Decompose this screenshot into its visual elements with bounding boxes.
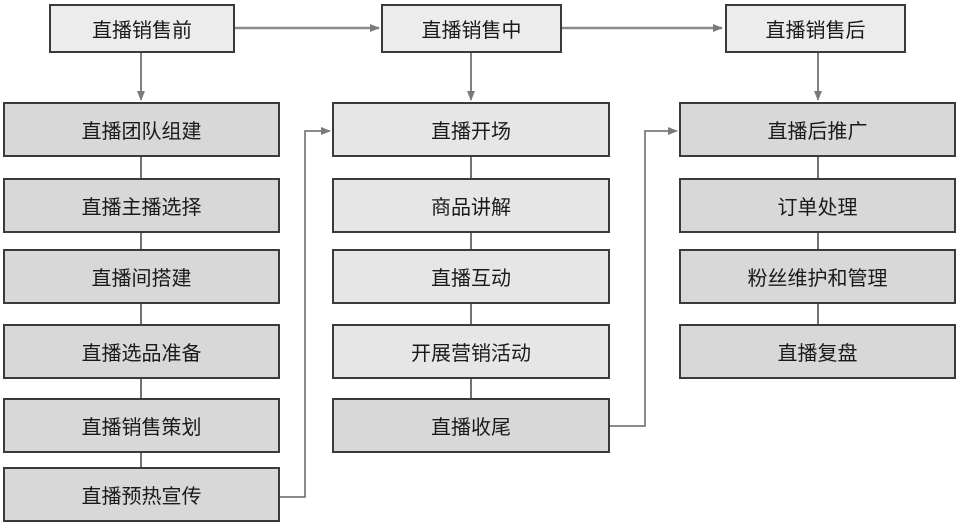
elbow-col1-to-col2 [280, 127, 331, 498]
stage-header-after: 直播销售后 [725, 4, 906, 53]
step-opening: 直播开场 [332, 102, 610, 157]
step-fan-management: 粉丝维护和管理 [679, 249, 956, 304]
step-closing: 直播收尾 [332, 398, 610, 453]
step-marketing-activities: 开展营销活动 [332, 324, 610, 379]
step-review: 直播复盘 [679, 324, 956, 379]
step-team-building: 直播团队组建 [3, 102, 280, 157]
step-host-selection: 直播主播选择 [3, 178, 280, 233]
stage-header-during: 直播销售中 [381, 4, 562, 53]
stage-header-before: 直播销售前 [49, 4, 235, 53]
step-order-processing: 订单处理 [679, 178, 956, 233]
step-post-promotion: 直播后推广 [679, 102, 956, 157]
step-product-selection: 直播选品准备 [3, 324, 280, 379]
step-studio-setup: 直播间搭建 [3, 249, 280, 304]
step-interaction: 直播互动 [332, 249, 610, 304]
step-sales-planning: 直播销售策划 [3, 398, 280, 453]
step-product-explanation: 商品讲解 [332, 178, 610, 233]
step-warmup-promotion: 直播预热宣传 [3, 467, 280, 522]
elbow-col2-to-col3 [610, 127, 678, 427]
